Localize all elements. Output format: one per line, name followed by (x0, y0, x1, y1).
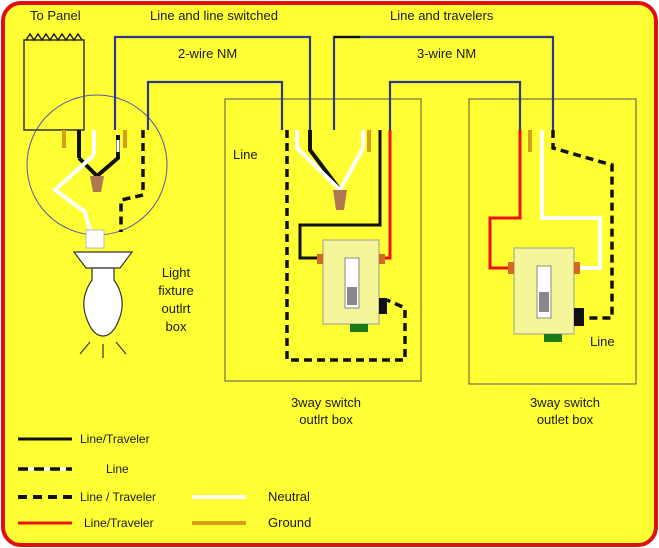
neutral-to-lamp (51, 153, 96, 231)
legend-label-4: Neutral (268, 489, 310, 504)
label-two-wire-nm: 2-wire NM (178, 46, 237, 61)
lamp-holder (72, 251, 134, 269)
label-light-line-3: box (166, 319, 187, 334)
three-wire-nm-inner (388, 80, 522, 130)
s2-screw-right (574, 262, 580, 274)
panel-icon (23, 39, 85, 131)
legend-label-2: Line / Traveler (80, 490, 156, 504)
label-line-and-travelers: Line and travelers (390, 8, 494, 23)
label-light-box: Light fixture outlrt box (158, 265, 193, 334)
label-s2-line-0: 3way switch (530, 395, 600, 410)
label-switch2-box: 3way switch outlet box (530, 395, 600, 427)
legend-label-1: Line (106, 462, 129, 476)
label-light-line-0: Light (162, 265, 191, 280)
switch1-outlet-box (224, 98, 422, 382)
label-light-line-2: outlrt (162, 301, 191, 316)
s1-black-traveler (298, 130, 382, 260)
s1-wire-nut-icon (333, 190, 347, 210)
s1-ground-screw (350, 324, 368, 332)
s2-screw-left (508, 262, 514, 274)
legend-label-5: Ground (268, 515, 311, 530)
label-s1-line-1: outlrt box (299, 412, 353, 427)
legend-label-3: Line/Traveler (84, 516, 154, 530)
light-box-wiring (51, 130, 145, 358)
bulb-ray-1 (79, 341, 91, 355)
s2-toggle-lever (539, 292, 549, 312)
s2-dashed-line (551, 130, 614, 320)
label-light-line-1: fixture (158, 283, 193, 298)
lamp-socket (85, 229, 105, 249)
s2-common-screw (574, 308, 584, 326)
legend-label-0: Line/Traveler (80, 432, 150, 446)
light-bulb-icon (83, 267, 123, 337)
three-wire-nm-outer (332, 35, 555, 130)
legend: Line/Traveler Line Line / Traveler Line/… (18, 432, 311, 530)
s2-neutral (540, 130, 602, 270)
label-s1-line-0: 3way switch (291, 395, 361, 410)
switch1-wiring (285, 130, 407, 362)
s1-dashed-line (285, 130, 407, 362)
switch2-wiring (488, 130, 614, 342)
s2-ground-screw (544, 334, 562, 342)
line-to-nut (77, 156, 99, 178)
label-line-and-switched: Line and line switched (150, 8, 278, 23)
s1-common-screw (379, 298, 387, 314)
s1-screw-right (379, 254, 385, 264)
label-line-right: Line (590, 334, 615, 349)
two-wire-nm-outer (113, 35, 312, 130)
s1-black-to-nut (308, 130, 342, 192)
label-switch1-box: 3way switch outlrt box (291, 395, 361, 427)
s1-toggle-lever (347, 287, 357, 305)
switched-leg-to-lamp (119, 130, 145, 232)
s2-red-traveler (488, 130, 522, 270)
label-to-panel: To Panel (30, 8, 81, 23)
panel-zigzag (25, 32, 83, 42)
label-line-left: Line (233, 147, 258, 162)
label-three-wire-nm: 3-wire NM (417, 46, 476, 61)
label-s2-line-1: outlet box (537, 412, 594, 427)
wire-nut-icon (90, 176, 104, 192)
s1-screw-left (317, 254, 323, 264)
two-wire-nm-inner (146, 80, 284, 130)
bulb-ray-3 (115, 341, 127, 355)
